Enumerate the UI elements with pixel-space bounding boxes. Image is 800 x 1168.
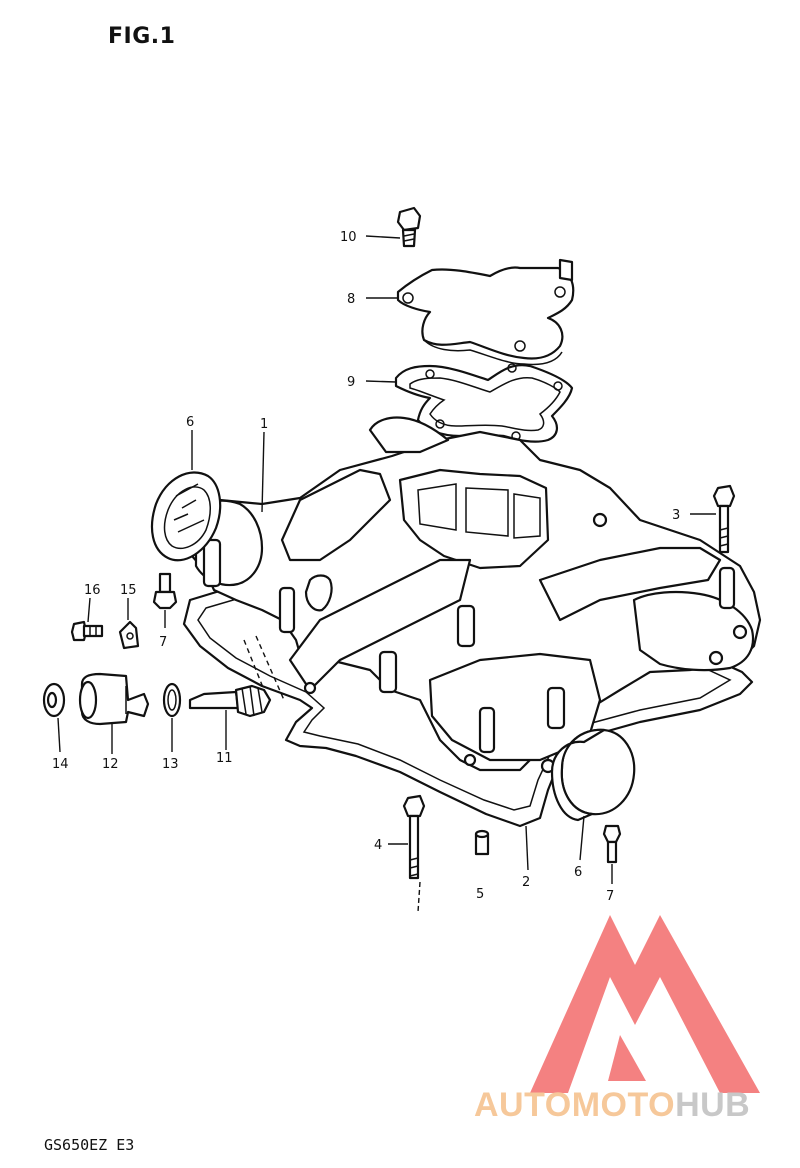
part-6-cap-right[interactable] (550, 728, 636, 822)
part-15-bracket[interactable] (118, 620, 140, 650)
part-7-screw-right[interactable] (602, 824, 622, 864)
leader-10 (365, 235, 401, 239)
model-code: GS650EZ E3 (44, 1136, 135, 1154)
leader-4-dashed (417, 881, 421, 913)
leader-9 (365, 380, 397, 383)
part-4-bolt[interactable] (402, 794, 426, 880)
callout-9: 9 (347, 375, 355, 390)
callout-6a: 6 (186, 415, 194, 430)
part-12-sleeve[interactable] (78, 672, 150, 726)
callout-10: 10 (340, 230, 357, 245)
part-5-dowel[interactable] (474, 829, 490, 856)
callout-11: 11 (216, 751, 233, 766)
callout-14: 14 (52, 757, 69, 772)
part-11-gear-shaft[interactable] (188, 684, 272, 718)
leader-2 (525, 825, 529, 871)
callout-7b: 7 (606, 889, 614, 904)
callout-6b: 6 (574, 865, 582, 880)
part-7-screw-left[interactable] (152, 572, 178, 610)
part-14-washer[interactable] (42, 682, 66, 718)
callout-7a: 7 (159, 635, 167, 650)
callout-12: 12 (102, 757, 119, 772)
leader-6b (579, 815, 585, 861)
part-16-bolt[interactable] (70, 620, 104, 642)
callout-13: 13 (162, 757, 179, 772)
callout-3: 3 (672, 508, 680, 523)
leader-1 (261, 431, 265, 513)
leader-14 (57, 717, 61, 753)
watermark-triangle (530, 915, 760, 1093)
part-6-cap-left[interactable] (150, 471, 222, 562)
callout-4: 4 (374, 838, 382, 853)
part-3-bolt[interactable] (712, 484, 736, 554)
callout-15: 15 (120, 583, 137, 598)
leader-16 (87, 597, 91, 623)
alignment-line (255, 635, 285, 701)
callout-8: 8 (347, 292, 355, 307)
watermark-text-part1: AUTOMOTO (474, 1086, 676, 1124)
watermark-logo (530, 915, 760, 1093)
watermark-text-part2: HUB (675, 1086, 751, 1124)
part-13-o-ring[interactable] (162, 682, 182, 718)
figure-title: FIG.1 (108, 24, 176, 49)
callout-2: 2 (522, 875, 530, 890)
callout-1: 1 (260, 417, 268, 432)
part-1-housing[interactable] (184, 416, 762, 774)
callout-5: 5 (476, 887, 484, 902)
part-9-gasket[interactable] (394, 363, 574, 443)
callout-16: 16 (84, 583, 101, 598)
part-8-cover[interactable] (396, 258, 575, 366)
watermark-text: AUTOMOTOHUB (474, 1086, 750, 1125)
part-10-bolt[interactable] (396, 206, 422, 248)
